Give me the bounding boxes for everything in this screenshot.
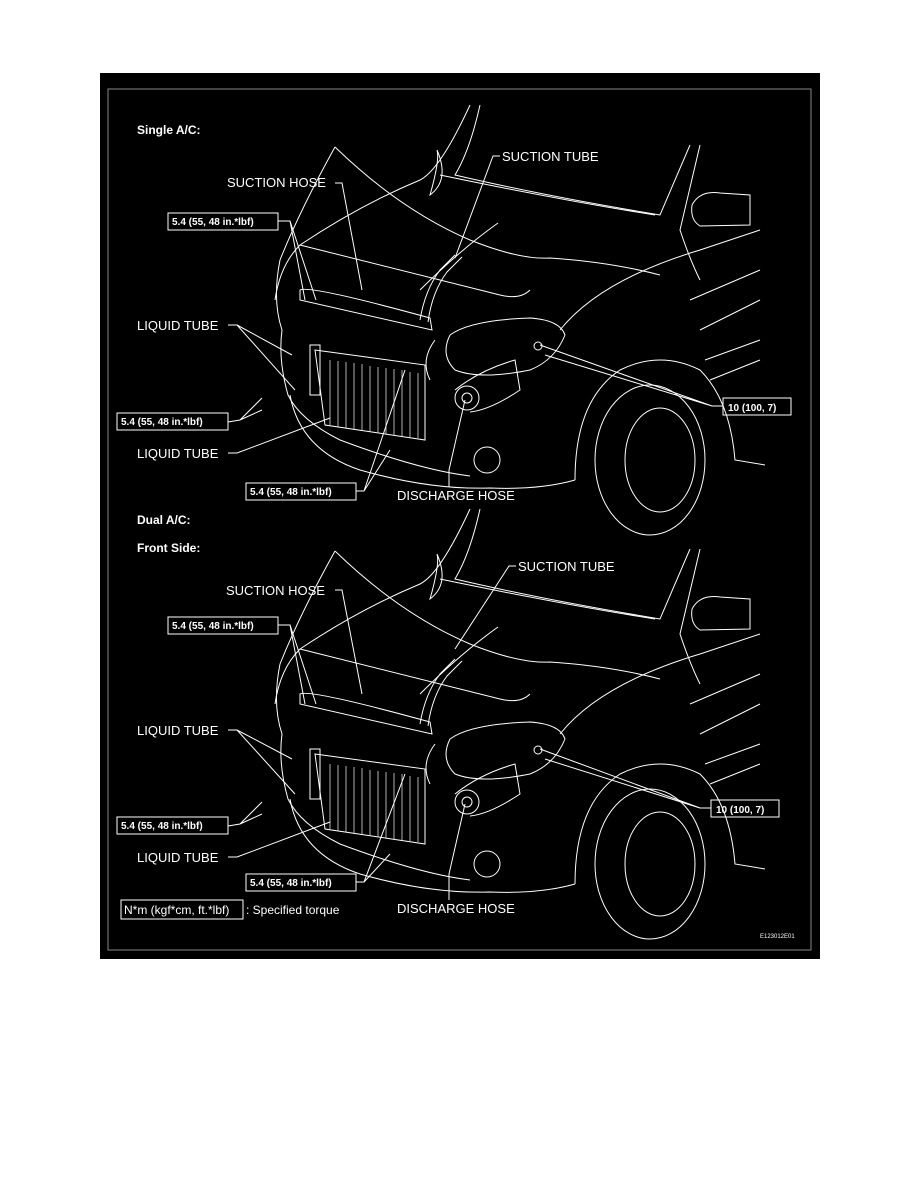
leader-line (356, 773, 406, 883)
leader-line (278, 624, 317, 705)
front-side-subheading: Front Side: (137, 541, 200, 555)
discharge-hose-label: DISCHARGE HOSE (397, 901, 515, 916)
liquid-tube-label: LIQUID TUBE (137, 318, 219, 333)
figure-id: E123012E01 (760, 934, 795, 940)
diagram-frame (107, 88, 812, 951)
dual-ac-section: SUCTION TUBE SUCTION HOSE 5.4 (55, 48 in… (116, 508, 780, 940)
leader-line (228, 729, 296, 795)
suction-tube-label: SUCTION TUBE (502, 149, 599, 164)
leader-line (539, 344, 723, 407)
legend-unit-box (120, 899, 244, 920)
liquid-tube-label: LIQUID TUBE (137, 850, 219, 865)
leader-line (228, 324, 296, 391)
single-ac-section: Single A/C: SUCTION TUBE SUCTION HOSE 5.… (116, 104, 792, 536)
leader-line (539, 748, 711, 809)
dual-ac-heading: Dual A/C: (137, 513, 191, 527)
leader-line (335, 589, 363, 695)
legend-unit: N*m (kgf*cm, ft.*lbf) (124, 903, 229, 917)
leader-line (227, 397, 263, 423)
suction-hose-label: SUCTION HOSE (227, 175, 326, 190)
leader-line (356, 369, 406, 492)
suction-hose-label: SUCTION HOSE (226, 583, 325, 598)
leader-line (228, 821, 331, 858)
torque-value: 5.4 (55, 48 in.*lbf) (172, 621, 254, 632)
single-ac-heading: Single A/C: (137, 123, 201, 137)
liquid-tube-label: LIQUID TUBE (137, 446, 219, 461)
leader-line (454, 155, 500, 259)
leader-line (228, 417, 331, 454)
discharge-hose-label: DISCHARGE HOSE (397, 488, 515, 503)
leader-line (335, 182, 363, 291)
torque-value: 5.4 (55, 48 in.*lbf) (250, 878, 332, 889)
torque-value: 5.4 (55, 48 in.*lbf) (121, 821, 203, 832)
suction-tube-label: SUCTION TUBE (518, 559, 615, 574)
leader-line (278, 220, 317, 301)
torque-value: 5.4 (55, 48 in.*lbf) (121, 417, 203, 428)
liquid-tube-label: LIQUID TUBE (137, 723, 219, 738)
legend-text: : Specified torque (246, 903, 340, 917)
leader-line (448, 399, 466, 487)
torque-value: 10 (100, 7) (728, 403, 776, 414)
torque-value: 5.4 (55, 48 in.*lbf) (250, 487, 332, 498)
torque-value: 10 (100, 7) (716, 805, 764, 816)
leader-line (448, 803, 466, 900)
leader-line (454, 565, 516, 650)
torque-value: 5.4 (55, 48 in.*lbf) (172, 217, 254, 228)
leader-line (227, 801, 263, 827)
